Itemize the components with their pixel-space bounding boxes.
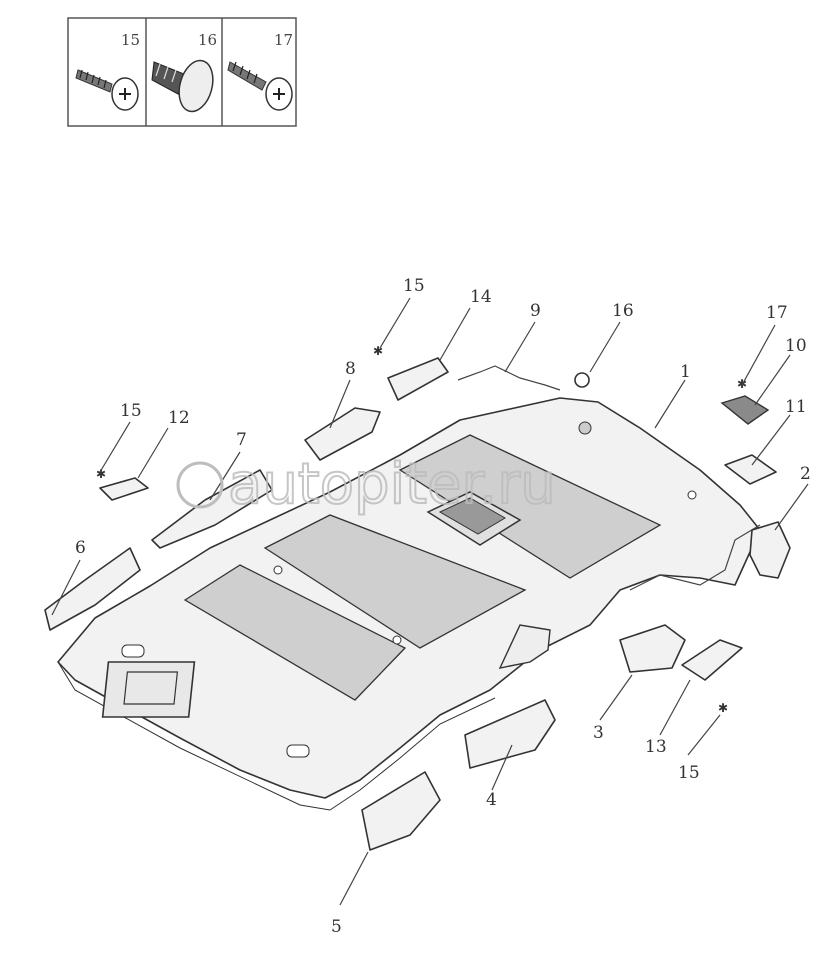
screw-marker-1: ✱: [96, 467, 106, 481]
callout-7: 7: [236, 430, 247, 450]
callout-10: 10: [785, 336, 807, 356]
callout-2: 2: [800, 464, 811, 484]
callout-1: 1: [680, 362, 691, 382]
callout-11: 11: [785, 397, 807, 417]
leader-lines: [51, 297, 809, 906]
callout-15-a: 15: [120, 401, 142, 421]
fastener-legend-box: 15 16 17: [67, 17, 297, 127]
part-10-light: [720, 395, 770, 425]
callout-4: 4: [486, 790, 497, 810]
screw-15-icon: [75, 69, 139, 111]
callout-12: 12: [168, 408, 190, 428]
part-2-connector: [749, 521, 791, 579]
callout-15-b: 15: [403, 276, 425, 296]
callout-9: 9: [530, 301, 541, 321]
callout-3: 3: [593, 723, 604, 743]
watermark-text: autopiter.ru: [228, 452, 556, 517]
part-8-bracket: [304, 407, 381, 461]
screw-marker-2: ✱: [373, 344, 383, 358]
callout-8: 8: [345, 359, 356, 379]
part-3-bracket: [619, 624, 686, 673]
screw-marker-3: ✱: [718, 701, 728, 715]
headliner-panel: [57, 397, 761, 811]
part-16-clip: [574, 372, 590, 388]
part-6-bracket: [44, 547, 141, 631]
legend-label-16: 16: [198, 31, 217, 49]
callout-14: 14: [470, 287, 492, 307]
callout-17: 17: [766, 303, 788, 323]
part-7-bracket: [151, 469, 273, 549]
callout-labels: 1 2 3 4 5 6 7 8 9 10 11 12 13 14 15 15 1…: [75, 276, 811, 937]
callout-15-c: 15: [678, 763, 700, 783]
part-4-bracket: [464, 699, 556, 769]
part-13-handle: [681, 639, 743, 681]
watermark: autopiter.ru: [176, 451, 557, 518]
screw-17-icon: [227, 61, 293, 111]
legend-label-17: 17: [274, 31, 293, 49]
part-9-wire: [457, 365, 561, 391]
callout-5: 5: [331, 917, 342, 937]
clip-16-icon: [151, 59, 214, 113]
legend-label-15: 15: [121, 31, 140, 49]
part-12-handle: [99, 477, 149, 501]
callout-13: 13: [645, 737, 667, 757]
part-5-bracket: [361, 771, 441, 851]
part-14-handle: [387, 357, 449, 401]
callout-6: 6: [75, 538, 86, 558]
callout-16: 16: [612, 301, 634, 321]
part-11-pad: [724, 454, 777, 485]
